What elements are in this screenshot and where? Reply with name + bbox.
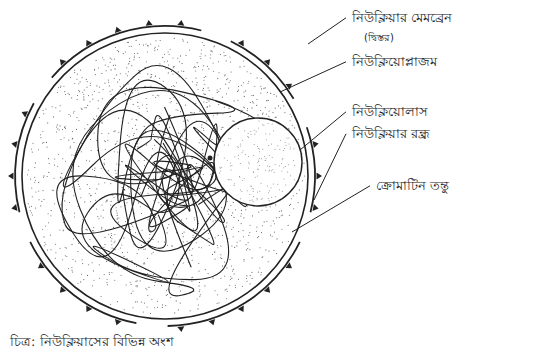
ribosome (60, 286, 66, 293)
part-label: (দ্বিস্তর) (362, 32, 396, 44)
ribosome (177, 20, 184, 26)
ribosome (86, 40, 92, 47)
ribosome (22, 111, 28, 117)
ribosome (313, 141, 319, 148)
part-label: নিউক্লিয়োপ্লাজম (350, 54, 439, 70)
ribosome (238, 40, 244, 47)
leader-line (314, 134, 346, 200)
ribosome (146, 20, 153, 26)
leader-line (300, 112, 346, 150)
ribosome (38, 262, 45, 268)
ribosome (115, 27, 122, 33)
part-label: ক্রোমাটিন তন্তু (374, 178, 451, 194)
ribosome (209, 319, 216, 325)
nucleolus (214, 118, 302, 206)
ribosome (8, 173, 14, 180)
ribosome (317, 173, 323, 180)
ribosome (86, 306, 92, 313)
ribosome (264, 59, 270, 66)
leader-line (280, 62, 346, 92)
outer-membrane (52, 26, 202, 78)
leader-line (292, 186, 370, 232)
ribosome (264, 286, 270, 293)
ribosome (313, 204, 319, 211)
ribosome (286, 262, 293, 268)
nucleoplasm-stipple (27, 38, 305, 314)
part-label: নিউক্লিয়ার মেমব্রেন (350, 10, 454, 26)
part-label: নিউক্লিয়োলাস (350, 104, 430, 120)
outer-membrane (15, 103, 34, 212)
part-label: নিউক্লিয়ার রন্ধ্র (350, 126, 432, 142)
outer-membrane (168, 242, 300, 326)
ribosome (11, 141, 17, 148)
ribosome (115, 319, 122, 325)
leader-line (308, 18, 346, 44)
ribosome (11, 204, 17, 211)
inner-membrane (22, 33, 308, 319)
outer-membrane (30, 242, 136, 323)
ribosome (238, 306, 244, 313)
ribosome (60, 59, 66, 66)
nucleolus-dot (208, 156, 213, 161)
figure-caption: চিত্র: নিউক্লিয়াসের বিভিন্ন অংশ (8, 334, 176, 350)
nucleolus-stipple (217, 121, 295, 203)
ribosome (177, 326, 184, 332)
